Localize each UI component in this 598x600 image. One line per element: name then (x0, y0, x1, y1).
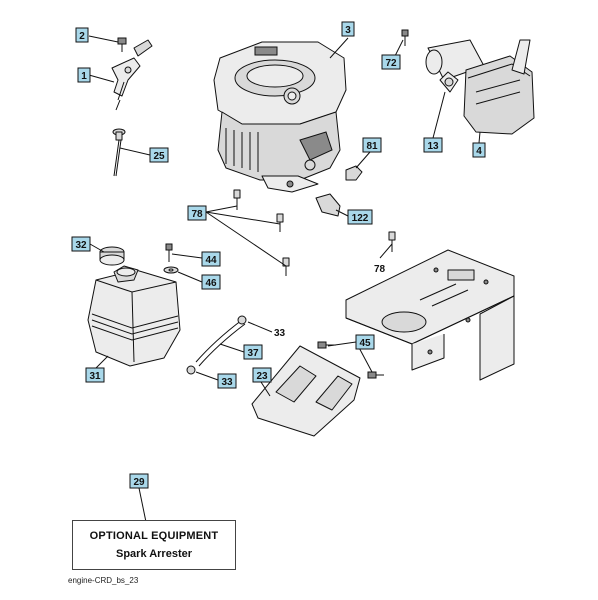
callout-81: 81 (362, 137, 382, 153)
dipstick (112, 128, 126, 177)
svg-text:31: 31 (89, 371, 101, 382)
svg-text:32: 32 (75, 240, 87, 251)
svg-text:23: 23 (256, 371, 268, 382)
svg-text:37: 37 (247, 348, 259, 359)
callout-32: 32 (71, 236, 91, 252)
callout-1: 1 (77, 67, 91, 83)
callout-78: 78 (187, 205, 207, 221)
fuel-line (195, 319, 246, 367)
cover-plate (251, 345, 361, 437)
callout-31: 31 (85, 367, 105, 383)
svg-text:29: 29 (133, 477, 145, 488)
svg-text:25: 25 (153, 151, 165, 162)
engine (213, 41, 347, 193)
callout-72: 72 (381, 54, 401, 70)
label-33-plain: 33 (274, 328, 286, 339)
callout-2: 2 (75, 27, 89, 43)
svg-text:72: 72 (385, 58, 397, 69)
svg-text:33: 33 (221, 377, 233, 388)
callout-4: 4 (472, 142, 486, 158)
throttle-control-assembly (111, 37, 153, 111)
clamp-33-top (237, 315, 247, 325)
washer-46 (163, 266, 179, 274)
svg-text:44: 44 (205, 255, 217, 266)
screws-45 (317, 341, 384, 379)
svg-text:45: 45 (359, 338, 371, 349)
callout-122: 122 (347, 209, 373, 225)
callout-33: 33 (217, 373, 237, 389)
diagram-code: engine-CRD_bs_23 (68, 576, 139, 585)
optional-equipment-subtitle: Spark Arrester (115, 548, 193, 560)
callout-3: 3 (341, 21, 355, 37)
svg-text:4: 4 (476, 146, 482, 157)
callout-45: 45 (355, 334, 375, 350)
callout-37: 37 (243, 344, 263, 360)
svg-text:2: 2 (79, 31, 85, 42)
svg-text:122: 122 (352, 213, 369, 224)
svg-text:81: 81 (366, 141, 378, 152)
nut-81 (345, 165, 363, 181)
svg-text:1: 1 (81, 71, 87, 82)
callout-46: 46 (201, 274, 221, 290)
muffler-assembly (401, 29, 535, 135)
svg-text:46: 46 (205, 278, 217, 289)
fuel-cap (99, 246, 125, 266)
clamp-33-bottom (186, 365, 196, 375)
label-78-plain: 78 (374, 264, 386, 275)
callout-44: 44 (201, 251, 221, 267)
callout-23: 23 (252, 367, 272, 383)
fuel-tank (87, 265, 181, 367)
screw-44 (165, 243, 173, 262)
chassis-frame (345, 249, 515, 381)
optional-equipment-title: OPTIONAL EQUIPMENT (89, 530, 219, 542)
leader-lines (88, 35, 481, 523)
callout-29: 29 (129, 473, 149, 489)
svg-text:78: 78 (191, 209, 203, 220)
engine-bolts (233, 189, 396, 276)
svg-text:13: 13 (427, 141, 439, 152)
callout-13: 13 (423, 137, 443, 153)
heat-shield (315, 193, 341, 217)
svg-text:3: 3 (345, 25, 351, 36)
optional-equipment-box: OPTIONAL EQUIPMENT Spark Arrester (72, 520, 236, 570)
callout-25: 25 (149, 147, 169, 163)
